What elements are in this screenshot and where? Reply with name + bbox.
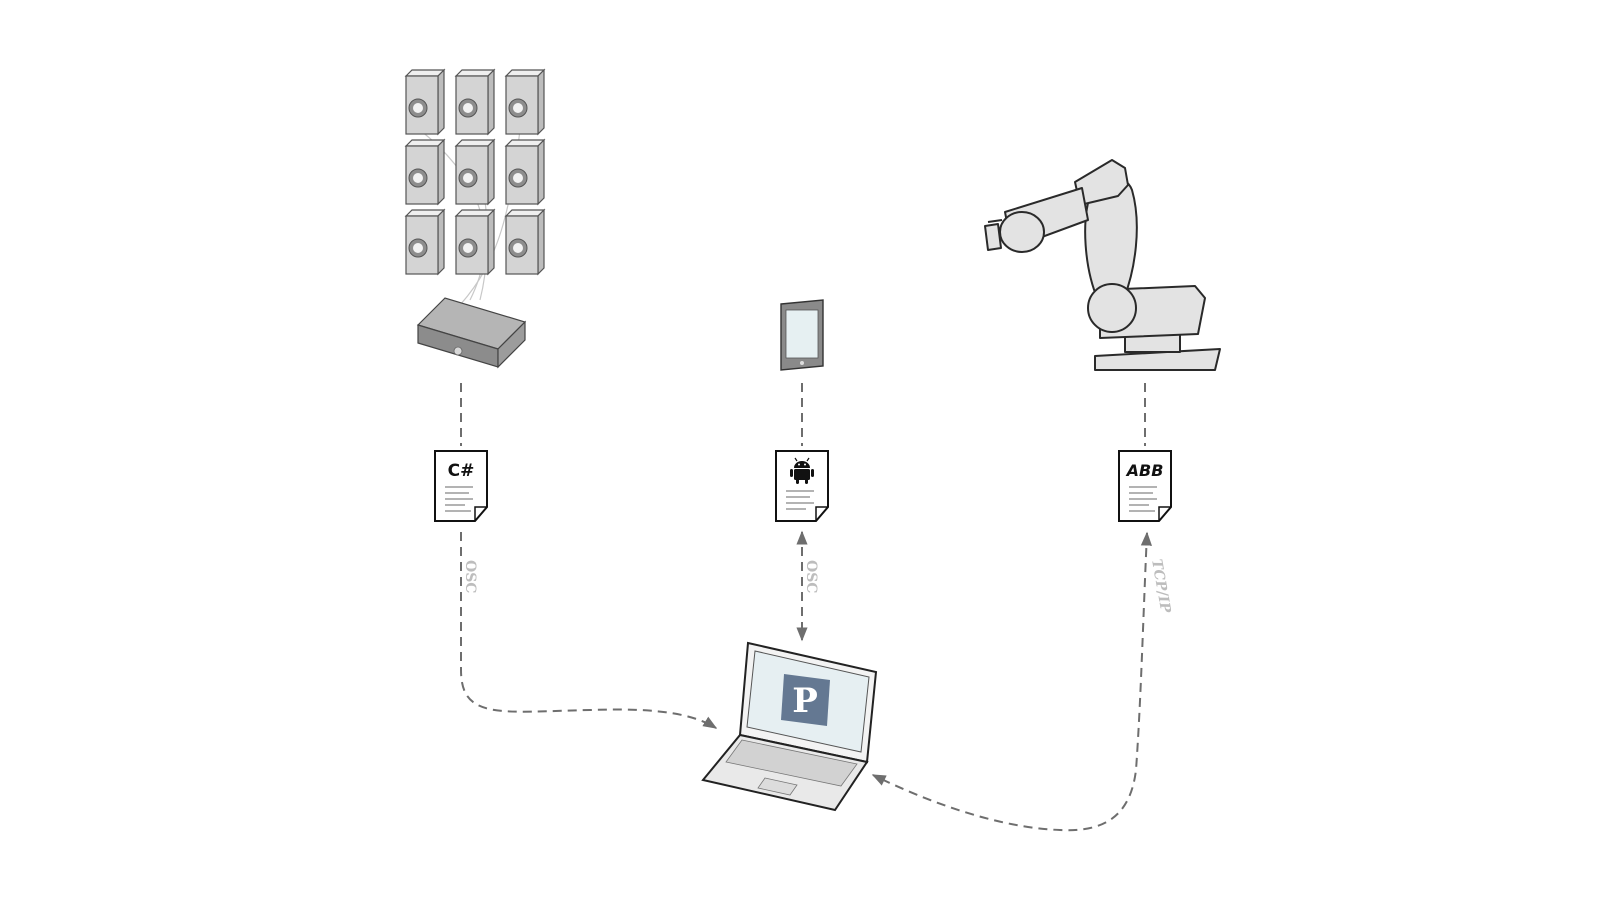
speaker-icon (405, 209, 445, 275)
abb-badge: ABB (1125, 461, 1164, 480)
protocol-label-tcpip: TCP/IP (1148, 558, 1173, 615)
speaker-icon (405, 139, 445, 205)
laptop-icon: P (701, 641, 878, 812)
app-logo-letter: P (792, 681, 818, 721)
csharp-badge: C# (448, 461, 475, 481)
speaker-icon (455, 139, 495, 205)
protocol-label-osc-tablet: OSC (803, 560, 819, 593)
speaker-icon (505, 69, 545, 135)
laptop-app-logo: P (781, 674, 830, 726)
protocol-label-osc-speakers: OSC (462, 560, 478, 593)
tablet-icon (780, 299, 824, 371)
speaker-array (405, 69, 545, 306)
robot-arm-icon (984, 159, 1221, 371)
speaker-icon (405, 69, 445, 135)
abb-program-document: ABB (1118, 450, 1172, 522)
speaker-icon (455, 69, 495, 135)
csharp-to-laptop-arrow (460, 532, 718, 729)
speaker-icon (505, 139, 545, 205)
speaker-icon (455, 209, 495, 275)
speaker-icon (505, 209, 545, 275)
audio-interface-icon (416, 297, 527, 369)
abb-to-laptop-arrow (871, 531, 1153, 832)
csharp-script-document: C# (434, 450, 488, 522)
android-icon (790, 457, 814, 484)
android-app-document (775, 450, 829, 522)
